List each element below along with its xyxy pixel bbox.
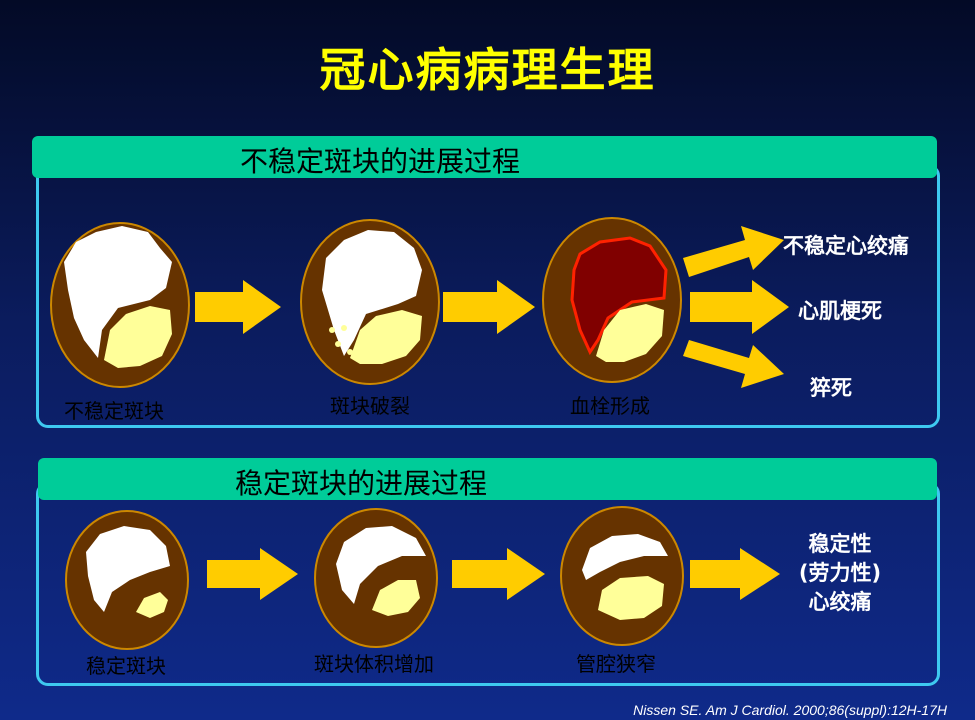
outcome-sudden-death: 猝死	[810, 376, 852, 400]
arrow-outcome-down	[683, 340, 784, 388]
arrow-stable-3	[690, 548, 780, 600]
stage-label-unstable-plaque: 不稳定斑块	[64, 399, 164, 423]
stable-header-bar	[38, 458, 937, 500]
citation: Nissen SE. Am J Cardiol. 2000;86(suppl):…	[633, 702, 947, 718]
vessel-plaque-growth	[314, 508, 438, 648]
arrow-unstable-1	[195, 280, 281, 334]
arrow-stable-1	[207, 548, 298, 600]
slide-title: 冠心病病理生理	[319, 43, 656, 97]
unstable-panel-title: 不稳定斑块的进展过程	[240, 145, 521, 178]
outcome-line-3: 心绞痛	[808, 590, 872, 614]
stage-label-thrombus: 血栓形成	[570, 394, 650, 418]
stage-label-lumen-narrowing: 管腔狭窄	[576, 652, 656, 676]
stage-label-plaque-rupture: 斑块破裂	[330, 394, 410, 418]
arrow-outcome-mid	[690, 280, 789, 334]
vessel-lumen-narrowing	[560, 506, 684, 646]
outcome-unstable-angina: 不稳定心绞痛	[783, 234, 909, 258]
unstable-header-bar	[32, 136, 937, 178]
outcome-stable-angina: 稳定性 (劳力性) 心绞痛	[790, 530, 890, 617]
vessel-plaque-rupture	[300, 219, 440, 385]
arrow-unstable-2	[443, 280, 535, 334]
vessel-stable-plaque	[65, 510, 189, 650]
outcome-myocardial-infarction: 心肌梗死	[798, 299, 882, 323]
vessel-thrombus	[542, 217, 682, 383]
arrow-stable-2	[452, 548, 545, 600]
arrow-outcome-up	[683, 226, 784, 277]
vessel-unstable-plaque	[50, 222, 190, 388]
stable-panel-title: 稳定斑块的进展过程	[235, 467, 488, 500]
outcome-line-1: 稳定性	[808, 532, 872, 556]
stage-label-plaque-growth: 斑块体积增加	[314, 652, 434, 676]
outcome-line-2: (劳力性)	[798, 561, 882, 585]
stage-label-stable-plaque: 稳定斑块	[86, 654, 166, 678]
